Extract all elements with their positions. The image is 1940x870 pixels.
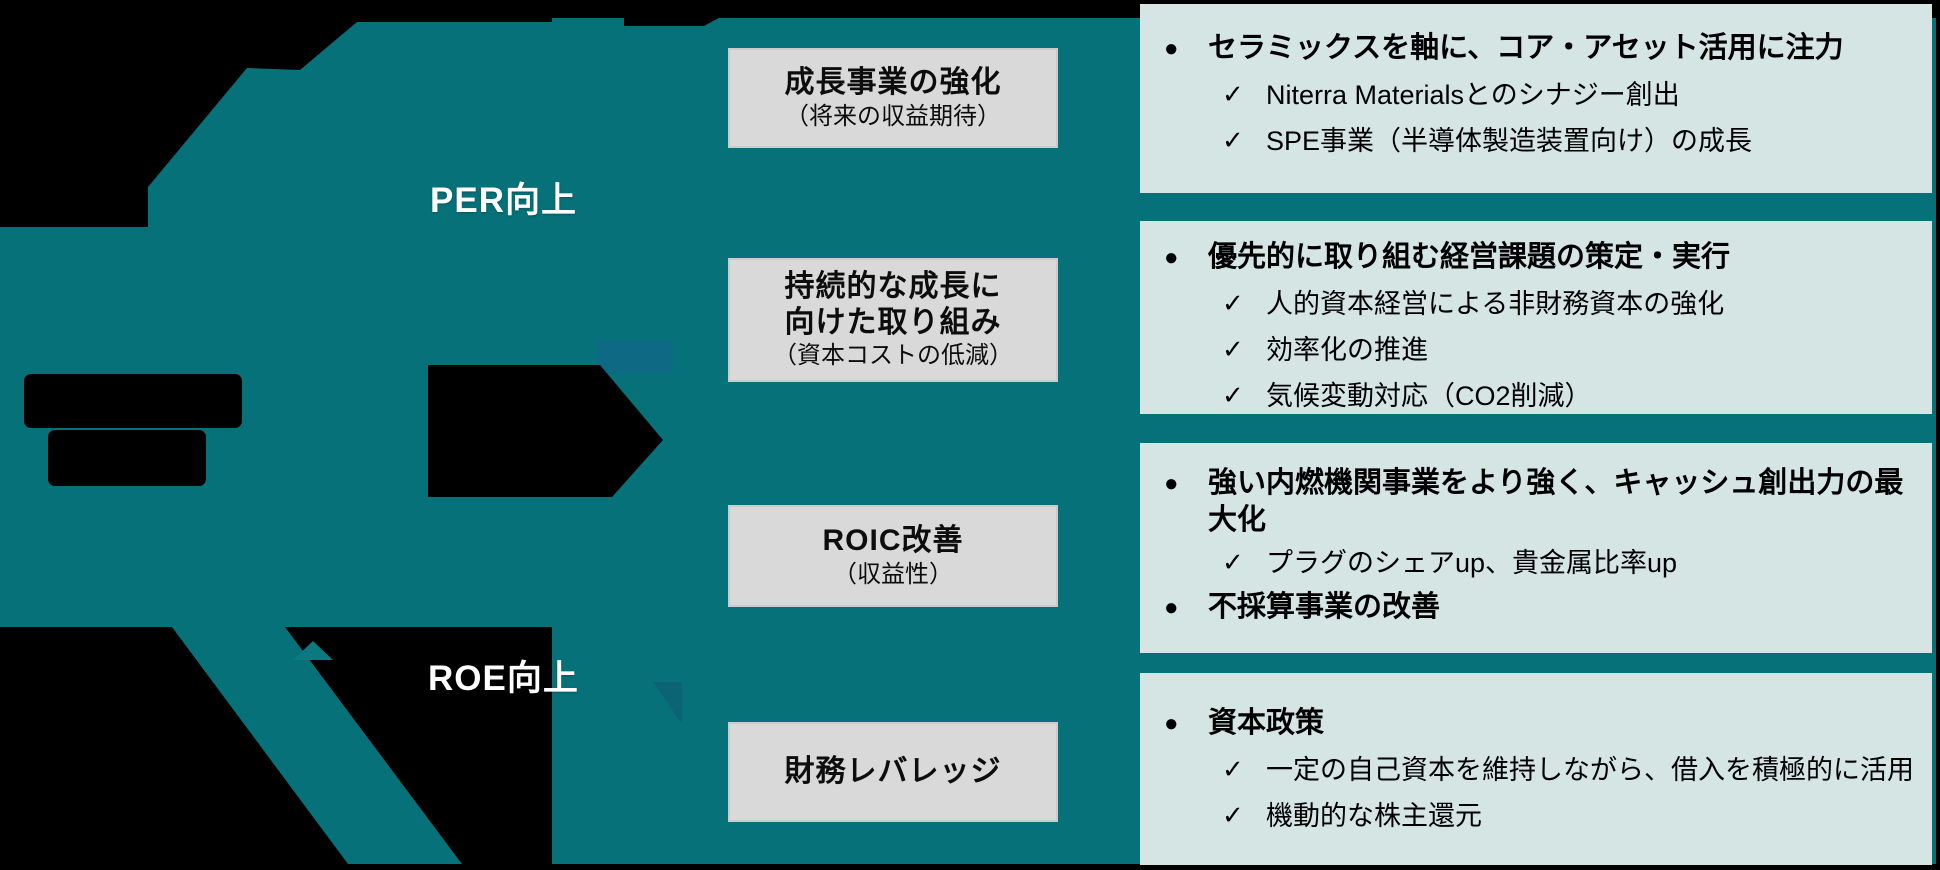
check-icon: ✓ bbox=[1222, 800, 1244, 831]
check-text: 一定の自己資本を維持しながら、借入を積極的に活用 bbox=[1266, 755, 1914, 786]
check-icon: ✓ bbox=[1222, 125, 1244, 156]
per-flow-label: PER向上 bbox=[430, 181, 577, 220]
check-icon: ✓ bbox=[1222, 754, 1244, 785]
check-text: Niterra Materialsとのシナジー創出 bbox=[1266, 80, 1680, 111]
bullet-icon: ● bbox=[1164, 470, 1179, 497]
bullet-text: 資本政策 bbox=[1208, 707, 1325, 739]
check-text: 効率化の推進 bbox=[1266, 335, 1428, 366]
panel-capital-policy: ● 資本政策 ✓ 一定の自己資本を維持しながら、借入を積極的に活用 ✓ 機動的な… bbox=[1140, 673, 1932, 865]
bullet-icon: ● bbox=[1164, 710, 1179, 737]
check-icon: ✓ bbox=[1222, 79, 1244, 110]
box-roic: ROIC改善 （収益性） bbox=[728, 505, 1058, 607]
teal-stem-upper-branch bbox=[0, 22, 560, 627]
teal-overlap-accent-triangle bbox=[653, 682, 682, 724]
bullet-text: 不採算事業の改善 bbox=[1208, 591, 1441, 624]
bullet-item: ● 優先的に取り組む経営課題の策定・実行 bbox=[1164, 239, 1918, 276]
check-icon: ✓ bbox=[1222, 547, 1244, 578]
box-subtitle: （収益性） bbox=[833, 560, 953, 588]
box-title-line1: 持続的な成長に bbox=[784, 270, 1002, 304]
teal-overlap-accent bbox=[597, 340, 673, 373]
check-item: ✓ Niterra Materialsとのシナジー創出 bbox=[1164, 78, 1918, 113]
check-text: 機動的な株主還元 bbox=[1266, 801, 1482, 832]
bullet-item: ● 資本政策 bbox=[1164, 705, 1918, 742]
check-item: ✓ 人的資本経営による非財務資本の強化 bbox=[1164, 287, 1918, 322]
box-subtitle: （将来の収益期待） bbox=[785, 102, 1001, 130]
check-item: ✓ SPE事業（半導体製造装置向け）の成長 bbox=[1164, 124, 1918, 159]
box-financial-leverage: 財務レバレッジ bbox=[728, 722, 1058, 822]
bullet-text: 強い内燃機関事業をより強く、キャッシュ創出力の最大化 bbox=[1208, 467, 1904, 537]
check-text: SPE事業（半導体製造装置向け）の成長 bbox=[1266, 126, 1753, 157]
box-growth-business: 成長事業の強化 （将来の収益期待） bbox=[728, 48, 1058, 148]
obscured-node-label-line2 bbox=[48, 430, 206, 486]
check-item: ✓ 効率化の推進 bbox=[1164, 333, 1918, 368]
teal-lower-branch-ribbon bbox=[172, 627, 462, 864]
check-item: ✓ 気候変動対応（CO2削減） bbox=[1164, 379, 1918, 414]
box-title: 成長事業の強化 bbox=[784, 66, 1002, 100]
teal-overlap-accent-small bbox=[293, 641, 333, 660]
box-subtitle: （資本コストの低減） bbox=[773, 342, 1013, 370]
bullet-icon: ● bbox=[1164, 35, 1179, 62]
check-item: ✓ 一定の自己資本を維持しながら、借入を積極的に活用 bbox=[1164, 753, 1918, 788]
bullet-item: ● 強い内燃機関事業をより強く、キャッシュ創出力の最大化 bbox=[1164, 465, 1918, 539]
bullet-item: ● セラミックスを軸に、コア・アセット活用に注力 bbox=[1164, 30, 1918, 67]
box-title: ROIC改善 bbox=[822, 524, 964, 558]
panel-growth-business: ● セラミックスを軸に、コア・アセット活用に注力 ✓ Niterra Mater… bbox=[1140, 4, 1932, 193]
check-text: 気候変動対応（CO2削減） bbox=[1266, 381, 1592, 412]
check-item: ✓ 機動的な株主還元 bbox=[1164, 799, 1918, 834]
check-text: プラグのシェアup、貴金属比率up bbox=[1266, 548, 1678, 579]
obscured-node-label-line1 bbox=[24, 374, 242, 428]
check-item: ✓ プラグのシェアup、貴金属比率up bbox=[1164, 546, 1918, 581]
bullet-icon: ● bbox=[1164, 244, 1179, 271]
bullet-text: 優先的に取り組む経営課題の策定・実行 bbox=[1208, 241, 1731, 273]
panel-cash-generation: ● 強い内燃機関事業をより強く、キャッシュ創出力の最大化 ✓ プラグのシェアup… bbox=[1140, 443, 1932, 653]
check-text: 人的資本経営による非財務資本の強化 bbox=[1266, 289, 1725, 320]
roe-flow-label: ROE向上 bbox=[428, 659, 579, 698]
box-sustainable-growth: 持続的な成長に 向けた取り組み （資本コストの低減） bbox=[728, 258, 1058, 382]
bullet-item: ● 不採算事業の改善 bbox=[1164, 589, 1918, 626]
check-icon: ✓ bbox=[1222, 380, 1244, 411]
check-icon: ✓ bbox=[1222, 334, 1244, 365]
bullet-icon: ● bbox=[1164, 594, 1179, 622]
check-icon: ✓ bbox=[1222, 288, 1244, 319]
background-wedge bbox=[624, 0, 752, 26]
box-title: 財務レバレッジ bbox=[784, 755, 1002, 789]
box-title-line2: 向けた取り組み bbox=[784, 305, 1002, 339]
right-arrow bbox=[428, 365, 663, 497]
panel-management-issues: ● 優先的に取り組む経営課題の策定・実行 ✓ 人的資本経営による非財務資本の強化… bbox=[1140, 221, 1932, 414]
bullet-text: セラミックスを軸に、コア・アセット活用に注力 bbox=[1208, 32, 1844, 64]
